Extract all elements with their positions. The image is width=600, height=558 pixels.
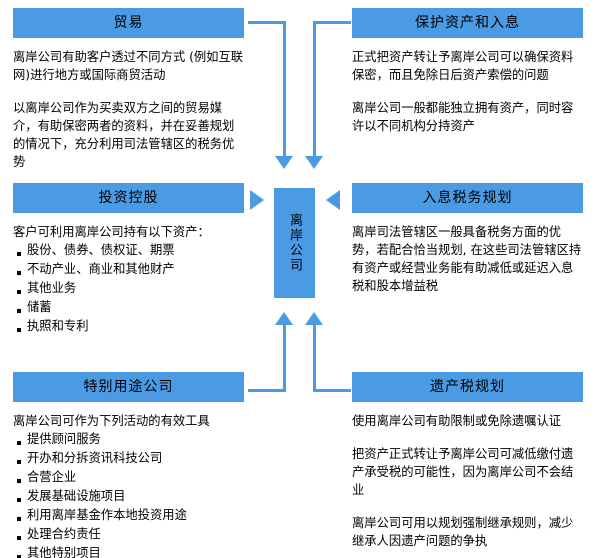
connector-estate-horizontal [313, 389, 351, 392]
panel-special-purpose-list: 提供顾问服务 开办和分拆资讯科技公司 合营企业 发展基础设施项目 利用离岸基金作… [13, 430, 244, 558]
panel-trade-paragraph-1: 离岸公司有助客户透过不同方式 (例如互联网)进行地方或国际商贸活动 [13, 50, 244, 82]
arrow-investment-to-center [250, 190, 264, 210]
panel-special-purpose: 特别用途公司 离岸公司可作为下列活动的有效工具 提供顾问服务 开办和分拆资讯科技… [13, 372, 244, 558]
panel-income-tax-planning: 入息税务规划 离岸司法管辖区一般具备税务方面的优势，若配合恰当规划, 在这些司法… [352, 183, 583, 310]
panel-trade-body: 离岸公司有助客户透过不同方式 (例如互联网)进行地方或国际商贸活动 以离岸公司作… [13, 38, 244, 171]
arrow-estate-to-center [305, 312, 323, 325]
panel-investment-holding-body: 客户可利用离岸公司持有以下资产： 股份、债券、债权证、期票 不动产业、商业和其他… [13, 213, 244, 336]
panel-estate-tax-planning-paragraph-1: 使用离岸公司有助限制或免除遗嘱认证 [352, 414, 562, 428]
panel-asset-protection: 保护资产和入息 正式把资产转让予离岸公司可以确保资料保密，而且免除日后资产索偿的… [352, 8, 583, 150]
panel-income-tax-planning-paragraph-1: 离岸司法管辖区一般具备税务方面的优势，若配合恰当规划, 在这些司法管辖区持有资产… [352, 225, 582, 293]
list-item: 其他特别项目 [13, 544, 244, 558]
list-item: 利用离岸基金作本地投资用途 [13, 506, 244, 525]
panel-special-purpose-title: 特别用途公司 [13, 372, 244, 402]
panel-asset-protection-paragraph-1: 正式把资产转让予离岸公司可以确保资料保密，而且免除日后资产索偿的问题 [352, 50, 574, 82]
list-item: 合营企业 [13, 468, 244, 487]
panel-estate-tax-planning: 遗产税规划 使用离岸公司有助限制或免除遗嘱认证 把资产正式转让予离岸公司可减低缴… [352, 372, 583, 558]
connector-asset-vertical [313, 21, 316, 158]
panel-special-purpose-intro: 离岸公司可作为下列活动的有效工具 [13, 414, 210, 428]
panel-special-purpose-body: 离岸公司可作为下列活动的有效工具 提供顾问服务 开办和分拆资讯科技公司 合营企业… [13, 402, 244, 558]
panel-asset-protection-body: 正式把资产转让予离岸公司可以确保资料保密，而且免除日后资产索偿的问题 离岸公司一… [352, 38, 583, 135]
panel-investment-holding-list: 股份、债券、债权证、期票 不动产业、商业和其他财产 其他业务 储蓄 执照和专利 [13, 241, 244, 336]
panel-trade-paragraph-2: 以离岸公司作为买卖双方之间的贸易媒介，有助保密两者的资料，并在妥善规划的情况下，… [13, 101, 235, 169]
panel-income-tax-planning-body: 离岸司法管辖区一般具备税务方面的优势，若配合恰当规划, 在这些司法管辖区持有资产… [352, 213, 583, 295]
panel-trade: 贸易 离岸公司有助客户透过不同方式 (例如互联网)进行地方或国际商贸活动 以离岸… [13, 8, 244, 186]
list-item: 开办和分拆资讯科技公司 [13, 449, 244, 468]
list-item: 处理合约责任 [13, 525, 244, 544]
panel-income-tax-planning-title: 入息税务规划 [352, 183, 583, 213]
arrow-special-to-center [275, 312, 293, 325]
list-item: 其他业务 [13, 279, 244, 298]
list-item: 执照和专利 [13, 317, 244, 336]
panel-investment-holding-intro: 客户可利用离岸公司持有以下资产： [13, 225, 210, 239]
panel-estate-tax-planning-paragraph-2: 把资产正式转让予离岸公司可减低缴付遗产承受税的可能性，因为离岸公司不会结业 [352, 447, 574, 497]
panel-asset-protection-title: 保护资产和入息 [352, 8, 583, 38]
arrow-income-tax-to-center [326, 190, 340, 210]
connector-trade-vertical [283, 21, 286, 158]
panel-trade-title: 贸易 [13, 8, 244, 38]
panel-investment-holding: 投资控股 客户可利用离岸公司持有以下资产： 股份、债券、债权证、期票 不动产业、… [13, 183, 244, 336]
list-item: 不动产业、商业和其他财产 [13, 260, 244, 279]
connector-trade-horizontal [248, 21, 286, 24]
panel-estate-tax-planning-paragraph-3: 离岸公司可用以规划强制继承规则，减少继承人因遗产问题的争执 [352, 516, 574, 548]
connector-asset-horizontal [313, 21, 351, 24]
connector-special-vertical [283, 325, 286, 392]
panel-investment-holding-title: 投资控股 [13, 183, 244, 213]
list-item: 股份、债券、债权证、期票 [13, 241, 244, 260]
list-item: 发展基础设施项目 [13, 487, 244, 506]
panel-estate-tax-planning-body: 使用离岸公司有助限制或免除遗嘱认证 把资产正式转让予离岸公司可减低缴付遗产承受税… [352, 402, 583, 550]
connector-special-horizontal [248, 389, 286, 392]
panel-estate-tax-planning-title: 遗产税规划 [352, 372, 583, 402]
connector-estate-vertical [313, 325, 316, 392]
list-item: 储蓄 [13, 298, 244, 317]
center-node-offshore-company[interactable]: 离岸公司 [274, 188, 315, 298]
arrow-trade-to-center [275, 156, 293, 169]
panel-asset-protection-paragraph-2: 离岸公司一般都能独立拥有资产，同时容许以不同机构分持资产 [352, 101, 574, 133]
arrow-asset-to-center [305, 156, 323, 169]
list-item: 提供顾问服务 [13, 430, 244, 449]
center-node-label: 离岸公司 [287, 213, 302, 273]
